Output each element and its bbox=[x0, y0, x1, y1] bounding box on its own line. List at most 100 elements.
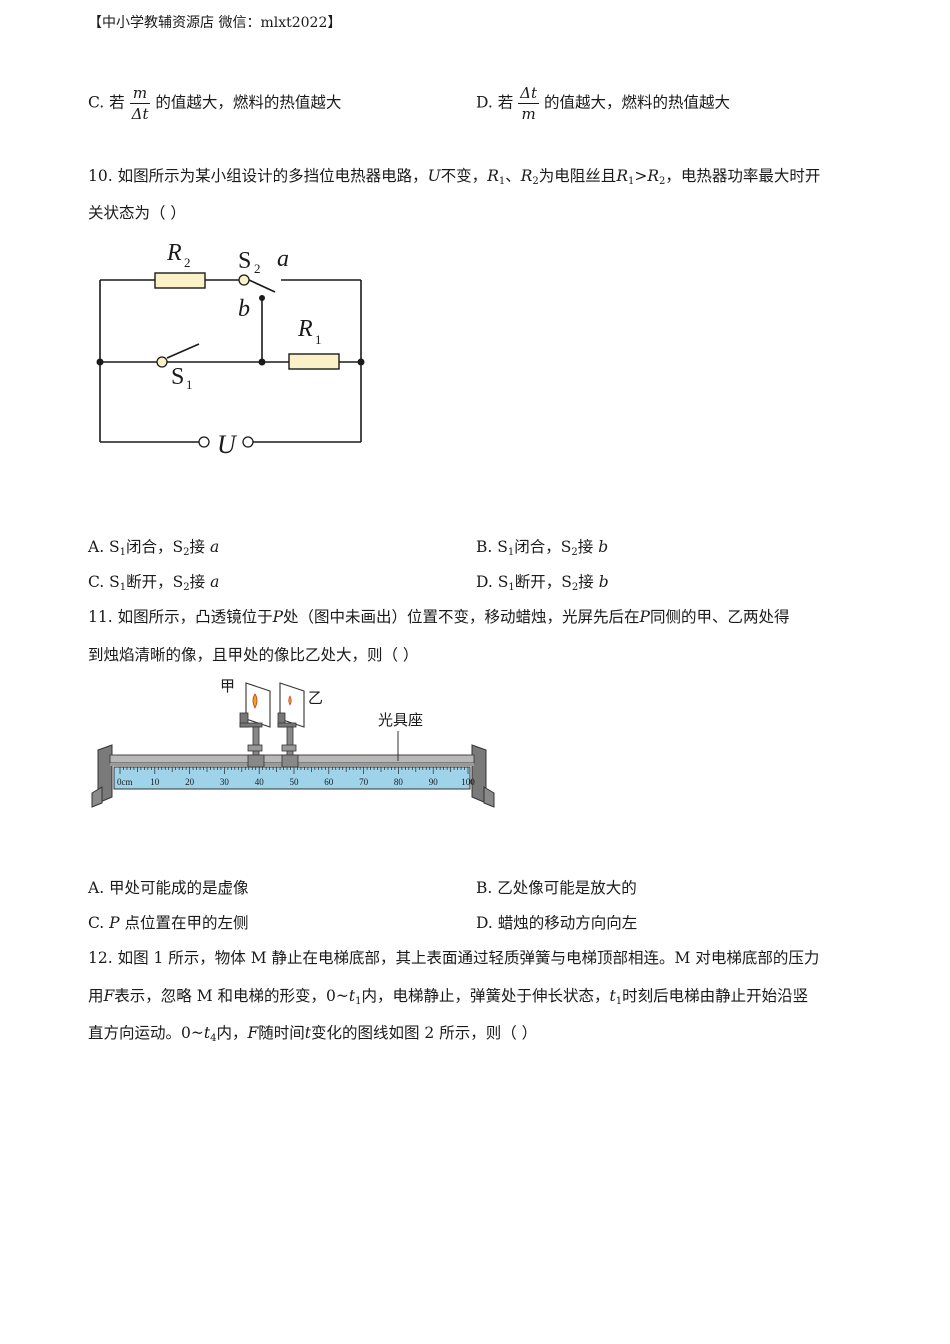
label-s2: S bbox=[238, 248, 251, 274]
option-text: C. S bbox=[88, 573, 120, 591]
q10-stem-line1: 10. 如图所示为某小组设计的多挡位电热器电路，U不变，R1、R2为电阻丝且R1… bbox=[88, 166, 820, 192]
q10-option-d[interactable]: D. S1断开，S2接 b bbox=[476, 572, 609, 598]
q10-option-c[interactable]: C. S1断开，S2接 a bbox=[88, 572, 219, 598]
q11-var-p: P bbox=[272, 608, 284, 626]
resistor-r1 bbox=[288, 353, 340, 370]
q9-option-c[interactable]: C. 若 m Δt 的值越大，燃料的热值越大 bbox=[88, 84, 341, 123]
q10-stem-text: 10. 如图所示为某小组设计的多挡位电热器电路， bbox=[88, 167, 428, 185]
q12-stem-line1: 12. 如图 1 所示，物体 M 静止在电梯底部，其上表面通过轻质弹簧与电梯顶部… bbox=[88, 949, 820, 967]
bench-right-stand bbox=[471, 744, 495, 808]
q10-option-b[interactable]: B. S1闭合，S2接 b bbox=[476, 537, 608, 563]
slider-yi bbox=[281, 754, 299, 768]
label-b: b bbox=[238, 296, 250, 322]
scale-ticks bbox=[119, 767, 469, 774]
q10-sub: 1 bbox=[498, 176, 506, 187]
q10-sub: 1 bbox=[627, 176, 635, 187]
label-u: U bbox=[217, 430, 238, 459]
option-text: D. S bbox=[476, 573, 509, 591]
screen-yi bbox=[277, 682, 305, 768]
q11-stem-line2: 到烛焰清晰的像，且甲处的像比乙处大，则（ ） bbox=[88, 646, 419, 664]
q10-stem-text: 为电阻丝且 bbox=[538, 167, 617, 185]
scale-label: 50 bbox=[290, 777, 300, 787]
scale-label: 100 bbox=[461, 777, 475, 787]
option-sub: 2 bbox=[183, 582, 190, 593]
q12-stem-text: 内， bbox=[216, 1024, 248, 1042]
option-text: 接 bbox=[189, 538, 206, 556]
q9-option-c-denominator: Δt bbox=[131, 105, 149, 123]
contact-b-dot bbox=[259, 295, 265, 301]
q12-stem-text: 直方向运动。0~ bbox=[88, 1024, 204, 1042]
q9-option-c-numerator: m bbox=[132, 84, 148, 102]
q9-option-d[interactable]: D. 若 Δt m 的值越大，燃料的热值越大 bbox=[476, 84, 730, 123]
scale-label: 10 bbox=[150, 777, 160, 787]
option-text: 接 bbox=[577, 538, 594, 556]
q11-option-c[interactable]: C. P 点位置在甲的左侧 bbox=[88, 913, 249, 933]
label-s1: S bbox=[171, 364, 184, 390]
option-text: 闭合，S bbox=[126, 538, 184, 556]
option-sub: 1 bbox=[119, 547, 127, 558]
q12-stem-text: 表示，忽略 M 和电梯的形变，0~ bbox=[114, 987, 349, 1005]
q11-option-d[interactable]: D. 蜡烛的移动方向向左 bbox=[476, 914, 638, 932]
resistor-r2 bbox=[154, 272, 206, 289]
option-text: 断开，S bbox=[514, 573, 572, 591]
q10-option-a[interactable]: A. S1闭合，S2接 a bbox=[88, 537, 219, 563]
option-var: b bbox=[598, 538, 609, 556]
q10-stem-text: ，电热器功率最大时开 bbox=[665, 167, 821, 185]
q11-stem-text: 11. 如图所示，凸透镜位于 bbox=[88, 608, 273, 626]
option-sub: 2 bbox=[183, 547, 190, 558]
q10-var-r2: R bbox=[520, 167, 533, 185]
label-s1-sub: 1 bbox=[186, 377, 193, 392]
q10-var-r1: R bbox=[487, 167, 499, 185]
q10-stem-text: 不变， bbox=[440, 167, 488, 185]
option-text: 闭合，S bbox=[514, 538, 572, 556]
q11-option-a[interactable]: A. 甲处可能成的是虚像 bbox=[88, 879, 249, 897]
q12-sub: 4 bbox=[210, 1033, 217, 1044]
scale-label: 90 bbox=[429, 777, 439, 787]
q10-sub: 2 bbox=[532, 176, 539, 187]
option-text: C. bbox=[88, 914, 110, 932]
q10-sep: 、 bbox=[505, 167, 521, 185]
q9-option-d-numerator: Δt bbox=[520, 84, 538, 102]
label-bench: 光具座 bbox=[378, 712, 423, 729]
option-sub: 1 bbox=[508, 582, 515, 593]
q11-stem-text: 同侧的甲、乙两处得 bbox=[649, 608, 790, 626]
junction-dot bbox=[96, 358, 104, 366]
q9-option-c-label: C. 若 bbox=[88, 93, 125, 112]
option-text: 点位置在甲的左侧 bbox=[119, 914, 249, 932]
scale-label: 0cm bbox=[117, 777, 133, 787]
option-var: a bbox=[210, 538, 220, 556]
junction-dot bbox=[357, 358, 365, 366]
option-var: P bbox=[109, 914, 120, 932]
q12-var-f: F bbox=[247, 1024, 259, 1042]
q10-var-r2: R bbox=[647, 167, 660, 185]
option-text: 断开，S bbox=[126, 573, 184, 591]
q12-stem-text: 随时间 bbox=[258, 1024, 305, 1042]
label-r1-sub: 1 bbox=[315, 332, 322, 347]
q12-sub: 1 bbox=[355, 996, 362, 1007]
option-text: 接 bbox=[578, 573, 594, 591]
q12-var-t: t bbox=[348, 987, 356, 1005]
option-sub: 2 bbox=[571, 547, 578, 558]
q9-option-c-text: 的值越大，燃料的热值越大 bbox=[155, 93, 342, 112]
header-banner: 【中小学教辅资源店 微信：mlxt2022】 bbox=[88, 15, 342, 31]
label-jia: 甲 bbox=[220, 679, 235, 695]
scale-label: 60 bbox=[324, 777, 334, 787]
q12-var-t: t bbox=[304, 1024, 311, 1042]
option-sub: 1 bbox=[119, 582, 127, 593]
q12-stem-text: 变化的图线如图 2 所示，则（ ） bbox=[311, 1024, 538, 1042]
option-var: b bbox=[598, 573, 609, 591]
q12-stem-line2: 用F表示，忽略 M 和电梯的形变，0~t1内，电梯静止，弹簧处于伸长状态，t1时… bbox=[88, 986, 808, 1012]
q12-sub: 1 bbox=[615, 996, 623, 1007]
q10-stem-line2: 关状态为（ ） bbox=[88, 204, 186, 222]
scale-label: 80 bbox=[394, 777, 404, 787]
q10-circuit-diagram: R 2 S 2 a b R 1 S 1 U bbox=[96, 240, 365, 459]
q9-option-d-denominator: m bbox=[521, 105, 536, 123]
label-r2-sub: 2 bbox=[184, 255, 191, 270]
q12-var-t: t bbox=[203, 1024, 211, 1042]
fraction-bar bbox=[518, 103, 540, 104]
q11-option-b[interactable]: B. 乙处像可能是放大的 bbox=[476, 879, 637, 897]
q10-var-r1: R bbox=[616, 167, 628, 185]
label-yi: 乙 bbox=[308, 691, 323, 707]
